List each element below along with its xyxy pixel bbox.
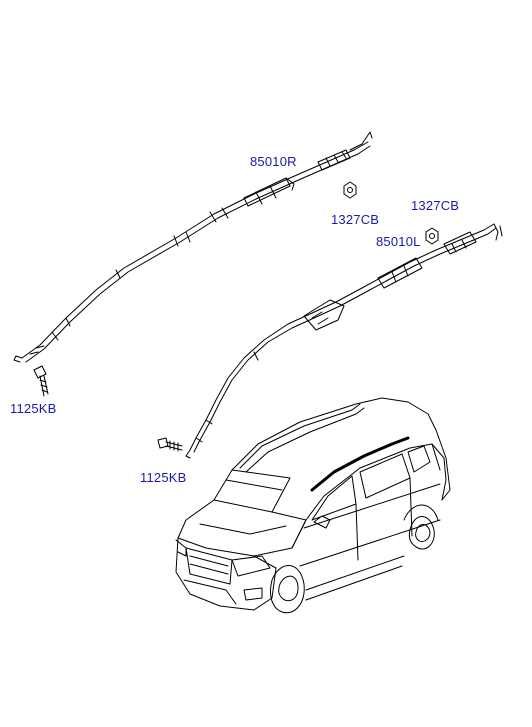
label-1327CB-right: 1327CB [331,212,380,227]
label-1125KB-right: 1125KB [10,401,57,416]
right-nut [343,181,357,199]
right-curtain-airbag [13,131,373,363]
label-85010L: 85010L [376,234,421,249]
label-1125KB-left: 1125KB [140,470,187,485]
label-85010R: 85010R [250,154,297,169]
left-curtain-airbag [185,223,503,459]
left-nut [425,227,439,245]
right-bolt [33,365,49,397]
label-1327CB-left: 1327CB [411,198,460,213]
left-bolt [157,437,183,452]
vehicle-illustration [175,397,451,614]
